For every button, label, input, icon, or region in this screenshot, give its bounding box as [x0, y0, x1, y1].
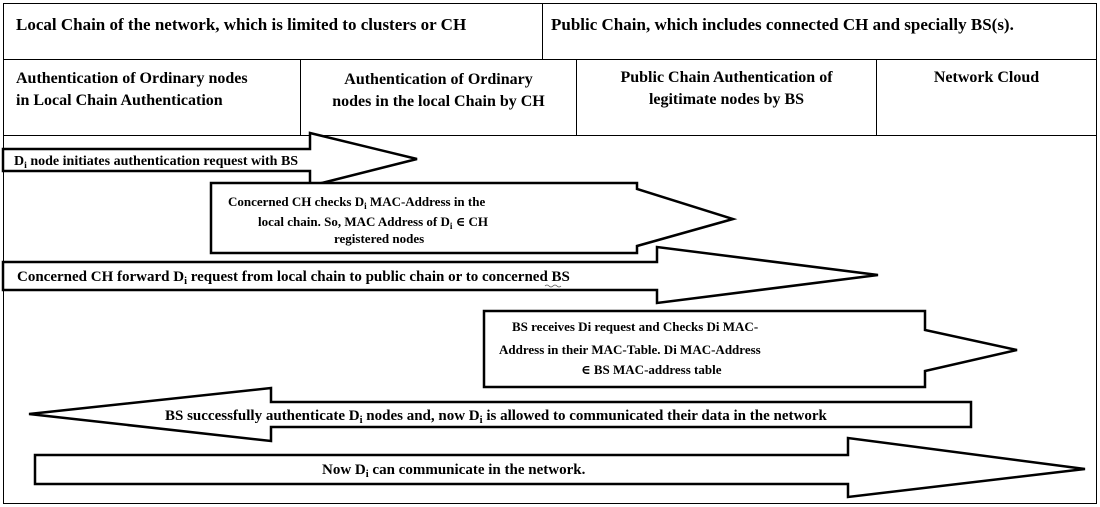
header-col-bs-auth: Public Chain Authentication of legitimat… — [576, 59, 877, 136]
header-col-local-auth: Authentication of Ordinary nodes in Loca… — [3, 59, 302, 136]
step5-label: BS successfully authenticate Di nodes an… — [165, 408, 828, 426]
header-col-local-auth-line1: Authentication of Ordinary nodes — [16, 70, 248, 87]
wavy-underline — [544, 284, 562, 288]
step2-label-line3: registered nodes — [334, 231, 424, 246]
header-col-ch-auth-line1: Authentication of Ordinary — [344, 71, 533, 88]
header-col-bs-auth-line1: Public Chain Authentication of — [620, 69, 833, 86]
arrow-step1 — [1, 131, 418, 188]
step2-label-line1: Concerned CH checks Di MAC-Address in th… — [228, 194, 485, 211]
step1-label: Di node initiates authentication request… — [14, 154, 298, 171]
step2-label-line2: local chain. So, MAC Address of Di ∈ CH — [258, 214, 488, 231]
arrow-step3 — [1, 245, 879, 305]
header-col-ch-auth-line2: nodes in the local Chain by CH — [332, 93, 545, 110]
arrow-step6 — [33, 436, 1086, 499]
header-public-chain: Public Chain, which includes connected C… — [542, 3, 1097, 60]
header-local-chain: Local Chain of the network, which is lim… — [3, 3, 543, 60]
step6-label: Now Di can communicate in the network. — [322, 462, 586, 480]
step4-label-line2: Address in their MAC-Table. Di MAC-Addre… — [499, 342, 761, 357]
header-col-bs-auth-line2: legitimate nodes by BS — [648, 91, 805, 108]
arrow-step2 — [209, 181, 738, 255]
header-col-network-cloud: Network Cloud — [876, 59, 1097, 136]
header-col-ch-auth: Authentication of Ordinary nodes in the … — [300, 59, 577, 136]
step4-label-line1: BS receives Di request and Checks Di MAC… — [512, 319, 758, 334]
header-col-network-cloud-line1: Network Cloud — [933, 69, 1040, 86]
header-public-chain-text: Public Chain, which includes connected C… — [551, 15, 1014, 34]
header-local-chain-text: Local Chain of the network, which is lim… — [16, 15, 467, 34]
step4-label-line3: ∈ BS MAC-address table — [581, 362, 722, 377]
arrow-step5 — [28, 386, 973, 443]
arrow-step4 — [482, 309, 1018, 389]
header-col-local-auth-line2: in Local Chain Authentication — [16, 92, 223, 109]
step3-label: Concerned CH forward Di request from loc… — [17, 269, 570, 287]
